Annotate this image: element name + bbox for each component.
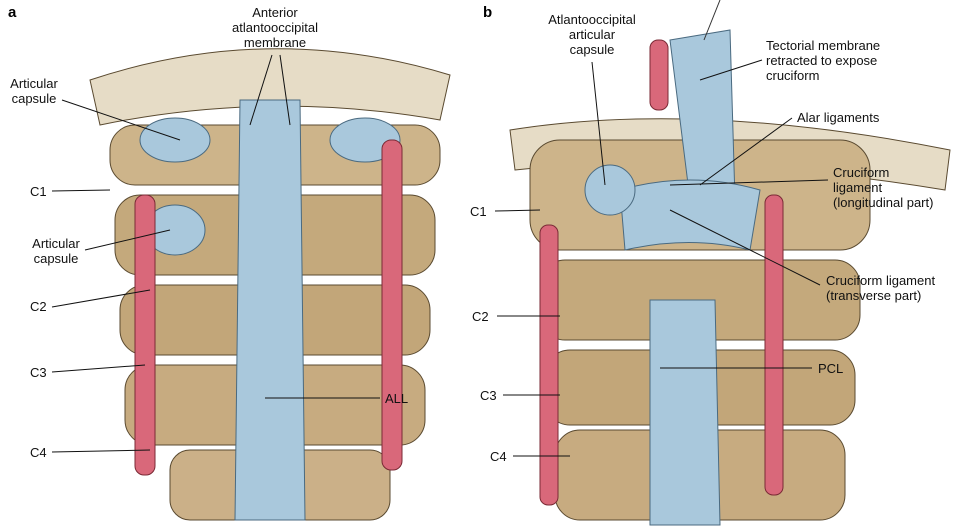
- panel-b-letter: b: [483, 4, 493, 21]
- label-line: Atlantooccipital: [548, 12, 636, 27]
- label-line: atlantooccipital: [232, 20, 318, 35]
- vertebral-artery-left: [134, 194, 156, 476]
- cruciform-ligament: [619, 179, 761, 251]
- label-line: (longitudinal part): [833, 195, 934, 210]
- label-atlantooccipital-articular-capsule: Atlantooccipital articular capsule: [540, 12, 644, 57]
- label-line: capsule: [11, 91, 57, 106]
- label-a-c3: C3: [30, 365, 47, 380]
- label-a-c1: C1: [30, 184, 47, 199]
- label-line: Tectorial membrane: [766, 38, 881, 53]
- label-all: ALL: [385, 391, 409, 406]
- label-line: (transverse part): [826, 288, 922, 303]
- panel-a-drawing: [89, 48, 451, 521]
- label-b-c2: C2: [472, 309, 489, 324]
- label-a-c2: C2: [30, 299, 47, 314]
- label-line: capsule: [569, 42, 615, 57]
- label-line: Cruciform: [833, 165, 890, 180]
- anterior-longitudinal-ligament: [234, 99, 306, 521]
- label-line: retracted to expose: [766, 53, 878, 68]
- label-cruciform-transverse: Cruciform ligament (transverse part): [826, 273, 935, 303]
- label-line: membrane: [243, 35, 307, 50]
- label-line: ligament: [833, 180, 883, 195]
- label-alar-ligaments: Alar ligaments: [797, 110, 880, 125]
- label-articular-capsule-lower: Articular capsule: [24, 236, 88, 266]
- label-line: Cruciform ligament: [826, 273, 936, 288]
- label-b-c3: C3: [480, 388, 497, 403]
- label-line: Articular: [32, 236, 80, 251]
- label-line: Articular: [10, 76, 58, 91]
- panel-a-letter: a: [8, 4, 17, 21]
- label-cruciform-longitudinal: Cruciform ligament (longitudinal part): [833, 165, 933, 210]
- label-articular-capsule-upper: Articular capsule: [2, 76, 66, 106]
- leader-lines: [51, 54, 829, 457]
- label-line: articular: [568, 27, 616, 42]
- label-line: capsule: [33, 251, 79, 266]
- label-a-c4: C4: [30, 445, 47, 460]
- panel-b-drawing: [509, 0, 951, 526]
- label-anterior-atlantooccipital-membrane: Anterior atlantooccipital membrane: [225, 5, 325, 50]
- vertebral-artery-right: [381, 139, 403, 471]
- label-b-c4: C4: [490, 449, 507, 464]
- articular-capsule: [139, 117, 211, 163]
- label-pcl: PCL: [818, 361, 844, 376]
- label-b-c1: C1: [470, 204, 487, 219]
- label-line: Anterior: [252, 5, 298, 20]
- posterior-longitudinal-ligament: [649, 299, 721, 526]
- label-tectorial-membrane: Tectorial membrane retracted to expose c…: [766, 38, 880, 83]
- label-line: cruciform: [766, 68, 820, 83]
